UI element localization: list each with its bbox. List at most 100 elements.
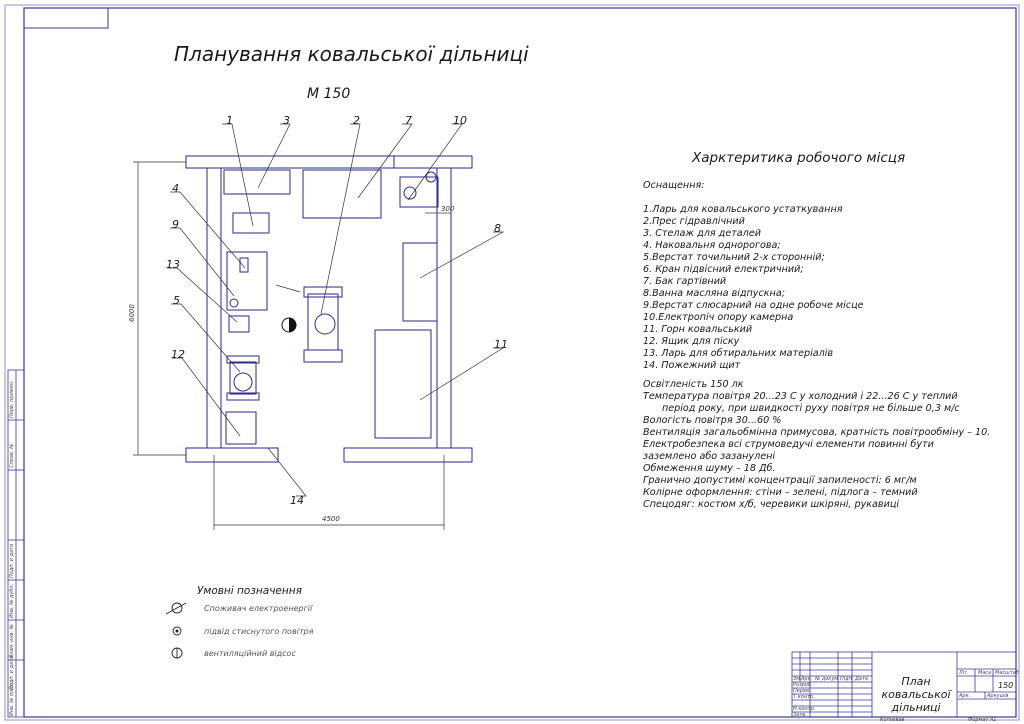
dimension-gap: 300 xyxy=(441,205,455,213)
condition-line: Спецодяг: костюм х/б, черевики шкіряні, … xyxy=(643,499,900,510)
equipment-item: 1.Ларь для ковальського устаткування xyxy=(643,204,843,215)
equipment-3-shelving xyxy=(223,169,291,195)
title-block-head-cell: Підп. xyxy=(840,676,854,682)
title-block-right-cell: Аркушів xyxy=(987,693,1009,699)
equipment-item: 14. Пожежний щит xyxy=(643,360,741,371)
equipment-8-oil-bath xyxy=(402,242,438,322)
callout-12: 12 xyxy=(171,348,185,361)
equipment-5-grinder-bottom xyxy=(226,392,260,401)
equipment-13-rag-bin xyxy=(228,315,250,333)
callout-11: 11 xyxy=(494,338,508,351)
equipment-5-grinder xyxy=(229,361,257,395)
callout-5: 5 xyxy=(173,294,180,307)
condition-line: період року, при швидкості руху повітря … xyxy=(662,403,960,414)
title-block-format: Формат А1 xyxy=(968,717,997,723)
title-block-role-cell: Розроб. xyxy=(793,682,813,688)
callout-9: 9 xyxy=(172,218,179,231)
grinder-consumer-symbol xyxy=(233,372,253,392)
workshop-plan xyxy=(185,155,473,463)
furnace-consumer-symbol xyxy=(403,186,417,200)
side-strip-label: Перв. примен. xyxy=(9,380,15,418)
left-wall xyxy=(206,167,222,449)
callout-8: 8 xyxy=(494,222,501,235)
callout-leaders xyxy=(133,123,505,530)
condition-line: Гранично допустимі концентрації запилено… xyxy=(643,475,917,486)
equipment-item: 6. Кран підвісний електричний; xyxy=(643,264,804,275)
condition-line: Вологість повітря 30...60 % xyxy=(643,415,782,426)
condition-line: Вентиляція загальобмінна примусова, крат… xyxy=(643,427,991,438)
equipment-item: 7. Бак гартівний xyxy=(643,276,727,287)
condition-line: Колірне оформлення: стіни – зелені, підл… xyxy=(643,487,918,498)
condition-line: Електробезпека всі струмоведучі елементи… xyxy=(643,439,934,450)
condition-line: Обмеження шуму – 18 Дб. xyxy=(643,463,776,474)
callout-10: 10 xyxy=(453,114,467,127)
title-block-head-cell: Дата xyxy=(855,676,868,682)
drawing-title: Планування ковальської дільниці xyxy=(174,42,529,66)
title-block xyxy=(791,651,1017,718)
legend-label-power-consumer: Споживач електроенергії xyxy=(204,604,313,613)
callout-4: 4 xyxy=(172,182,179,195)
callout-1: 1 xyxy=(226,114,233,127)
title-block-scale: 150 xyxy=(998,681,1014,690)
dimension-width: 4500 xyxy=(322,515,340,523)
top-left-box xyxy=(23,7,109,29)
side-strip-label: Справ. № xyxy=(9,443,15,468)
legend-symbols xyxy=(165,602,187,659)
legend-label-compressed-air: підвід стиснутого повітря xyxy=(204,627,314,636)
title-block-right-cell: Масштаб xyxy=(995,670,1019,676)
side-strip xyxy=(7,369,25,718)
sheet-outer-border xyxy=(4,4,1020,721)
equipment-item: 13. Ларь для обтиральних матеріалів xyxy=(643,348,834,359)
title-block-right-cell: Літ. xyxy=(959,670,969,676)
equipment-2-press-bottom xyxy=(303,349,343,363)
title-block-role-cell: Н.контр. xyxy=(793,706,816,712)
condition-line: Освітленість 150 лк xyxy=(643,379,744,390)
side-strip-label: Взам. инв. № xyxy=(9,624,15,658)
condition-line: Температура повітря 20...23 С у холодний… xyxy=(643,391,958,402)
side-strip-label: Инв. № подл. xyxy=(9,681,15,717)
equipment-9-bench xyxy=(226,251,268,311)
legend-title: Умовні позначення xyxy=(197,585,302,597)
top-wall-left xyxy=(185,155,395,169)
equipment-item: 11. Горн ковальський xyxy=(643,324,753,335)
equipment-2-press-top xyxy=(303,286,343,298)
callout-7: 7 xyxy=(405,114,412,127)
equipment-5-grinder-top xyxy=(226,355,260,364)
title-block-head-cell: Арк. xyxy=(801,676,813,682)
equipment-7-quench-tank xyxy=(302,169,382,219)
title-block-right-cell: Маса xyxy=(978,670,992,676)
title-block-role-cell: Перев. xyxy=(793,688,811,694)
side-strip-label: Инв. № дубл. xyxy=(9,583,15,618)
equipment-1-bin xyxy=(232,212,270,234)
title-block-role-cell: Т.контр. xyxy=(793,694,815,700)
title-block-head-cell: № докум. xyxy=(815,676,840,682)
equipment-item: 5.Верстат точильний 2-х сторонній; xyxy=(643,252,825,263)
furnace-ventilation-symbol xyxy=(425,171,437,183)
title-block-drawing-name: План ковальської дільниці xyxy=(881,675,951,714)
characteristics-title: Харктеритика робочого місця xyxy=(692,150,906,166)
bottom-wall-right xyxy=(343,447,473,463)
equipment-item: 4. Наковальня однорогова; xyxy=(643,240,781,251)
callout-2: 2 xyxy=(353,114,360,127)
press-consumer-symbol xyxy=(314,313,336,335)
title-block-copied: Копіював xyxy=(880,717,905,723)
bench-air-symbol xyxy=(229,298,239,308)
equipment-12-sand-box xyxy=(225,411,257,445)
side-strip-label: Подп. и дата xyxy=(9,543,15,578)
title-block-role-cell: Затв. xyxy=(793,712,807,718)
title-block-head-cell: Зм. xyxy=(793,676,802,682)
equipment-4-anvil xyxy=(239,257,249,273)
condition-line: заземлено або зазанулені xyxy=(643,451,776,462)
title-block-right-cell: Арк. xyxy=(959,693,971,699)
equipment-11-forge xyxy=(374,329,432,439)
drawing-scale-label: М 150 xyxy=(307,86,351,102)
top-wall-right xyxy=(393,155,473,169)
equipment-2-press xyxy=(307,293,339,351)
callout-14: 14 xyxy=(290,494,304,507)
equipment-item: 3. Стелаж для деталей xyxy=(643,228,761,239)
callout-3: 3 xyxy=(283,114,290,127)
equipment-item: 12. Ящик для піску xyxy=(643,336,740,347)
equipment-item: 2.Прес гідравлічний xyxy=(643,216,745,227)
sheet-inner-frame xyxy=(23,7,1017,718)
bottom-wall-left xyxy=(185,447,279,463)
